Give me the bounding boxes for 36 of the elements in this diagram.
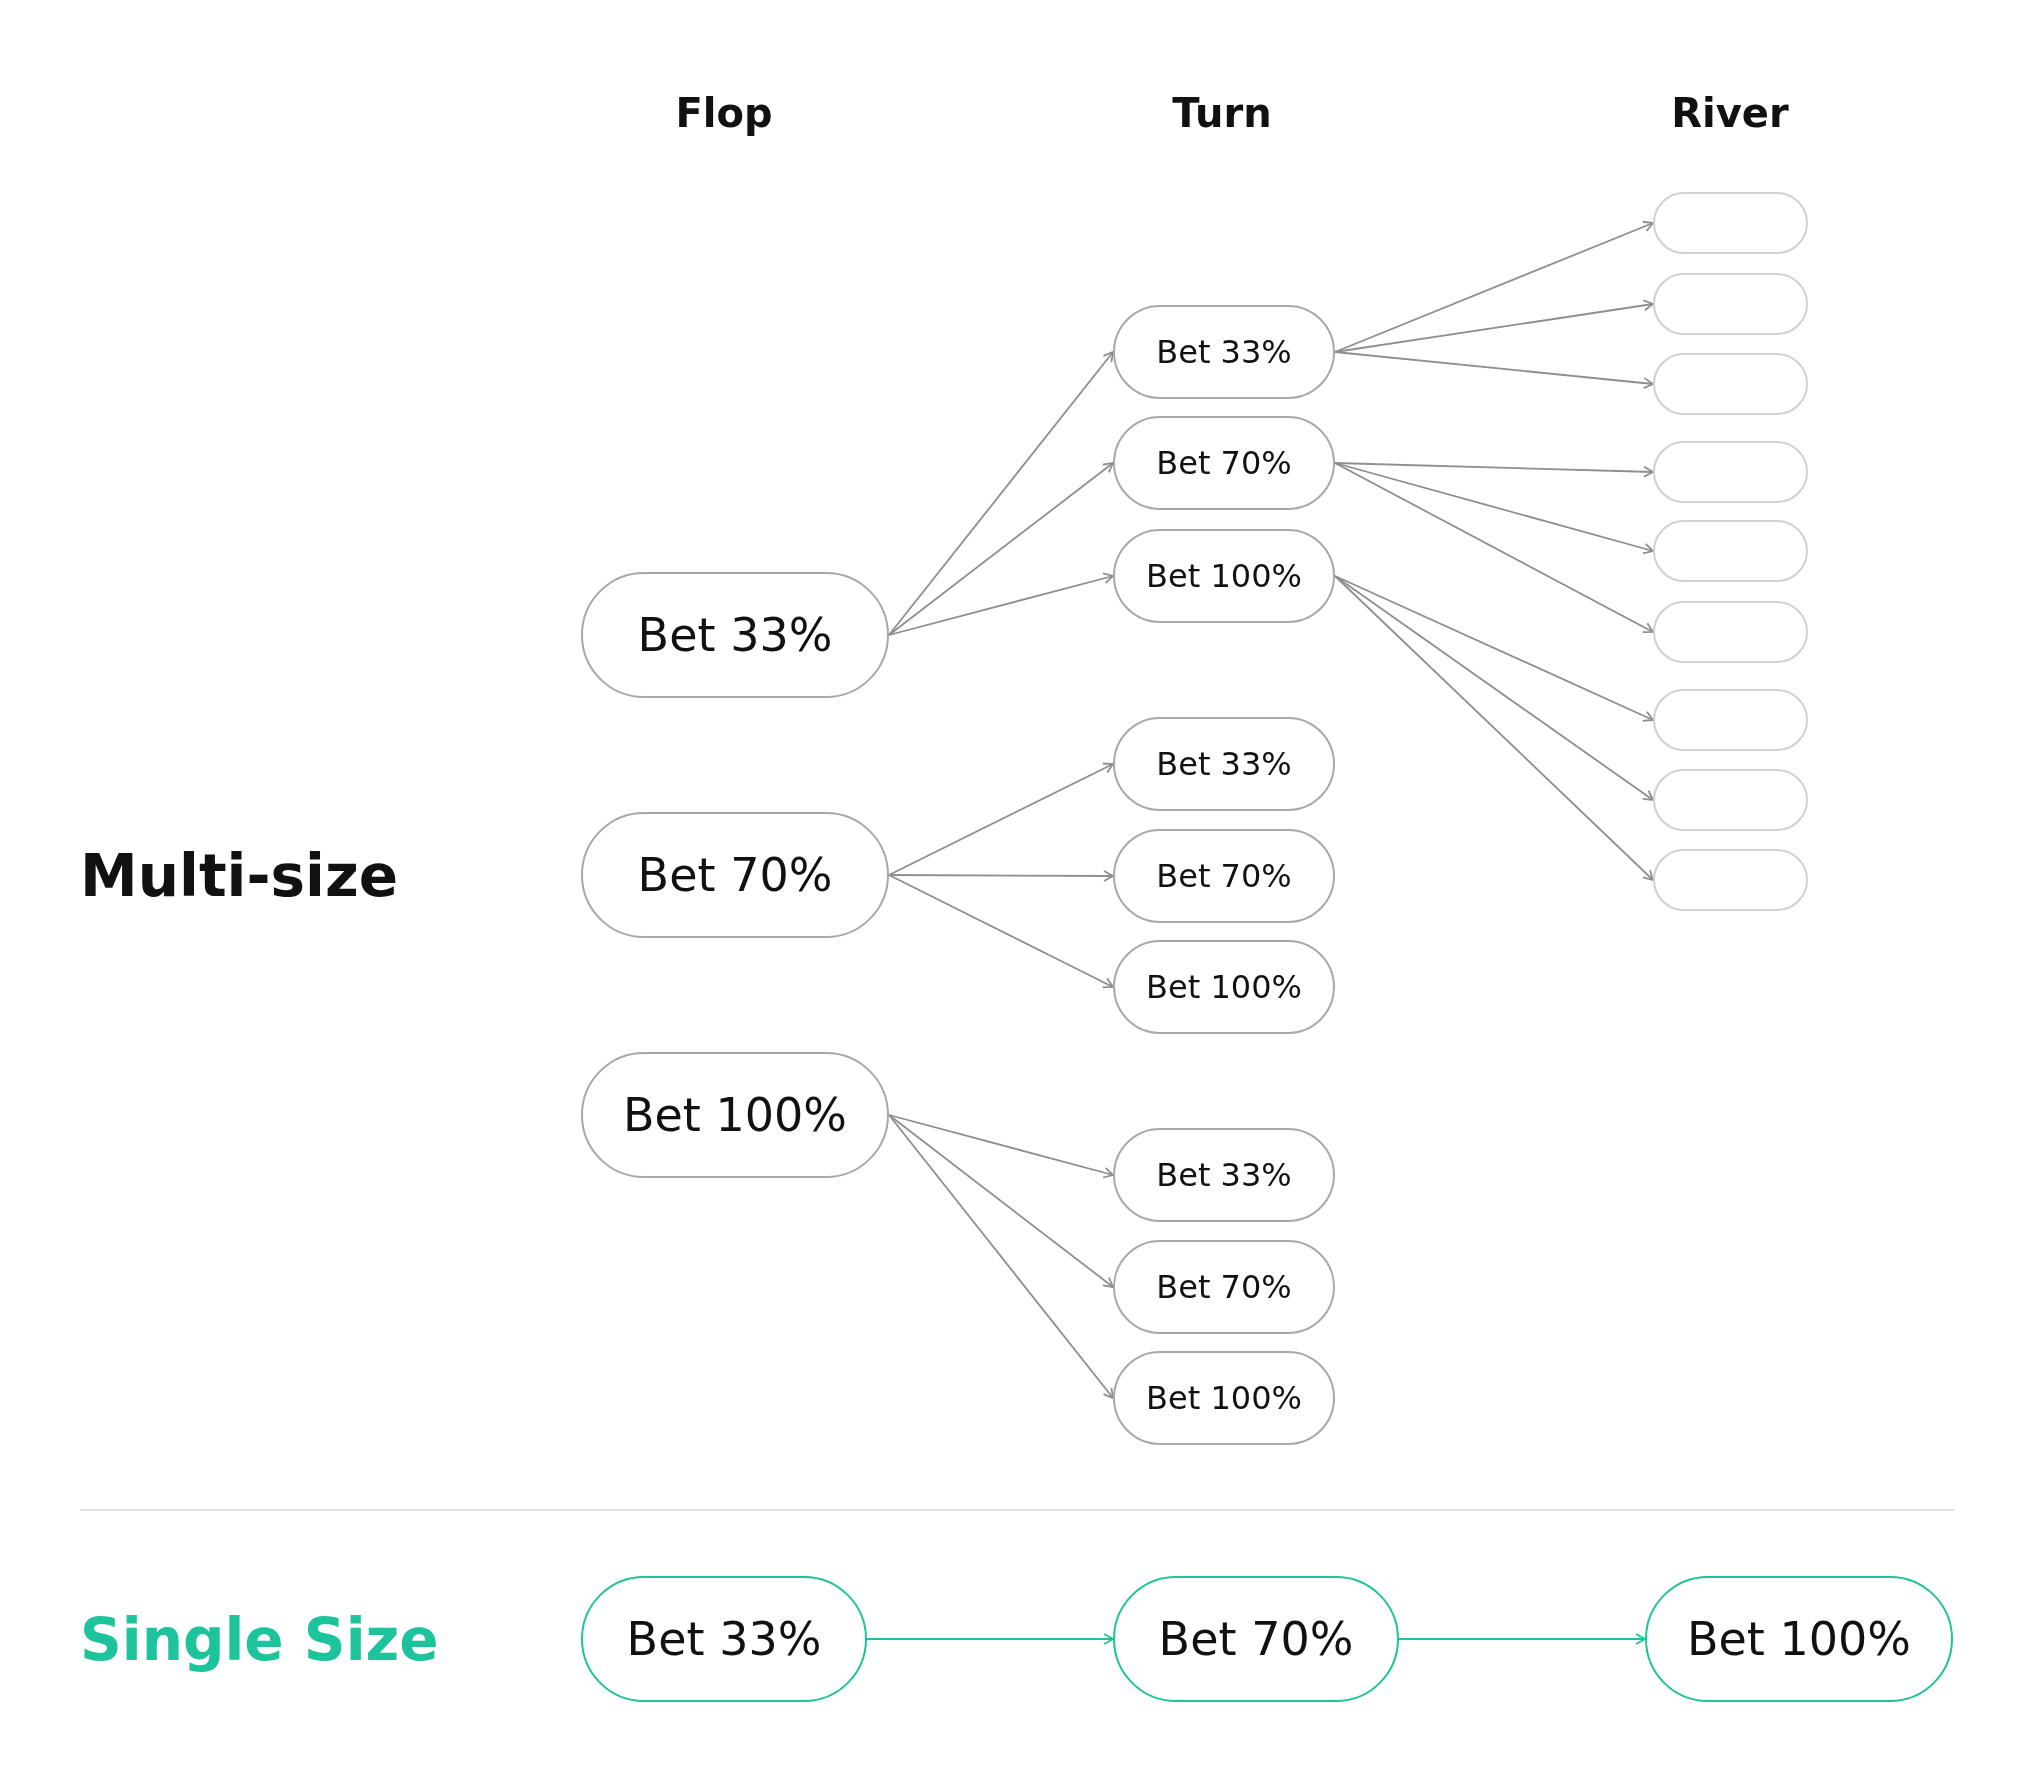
arrow — [1334, 462, 1654, 555]
bet-label: Bet 70% — [637, 848, 833, 902]
arrow — [888, 874, 1114, 989]
bet-label: Bet 33% — [626, 1612, 822, 1666]
arrow — [888, 870, 1114, 882]
bet-label: Bet 33% — [1156, 1156, 1292, 1194]
arrow — [1334, 351, 1654, 389]
arrow — [1334, 462, 1654, 478]
arrow — [1334, 575, 1654, 722]
bet-label: Bet 100% — [1146, 968, 1302, 1006]
column-heading: River — [1671, 93, 1789, 133]
arrow — [888, 351, 1114, 636]
bet-label: Bet 100% — [1687, 1612, 1911, 1666]
arrow — [888, 462, 1114, 636]
bet-label: Bet 70% — [1156, 1268, 1292, 1306]
column-heading: Turn — [1172, 93, 1272, 133]
arrow — [888, 1114, 1114, 1179]
row-heading: Multi-size — [80, 847, 399, 905]
arrow — [888, 1114, 1114, 1399]
bet-label: Bet 33% — [1156, 333, 1292, 371]
bet-label: Bet 33% — [1156, 745, 1292, 783]
arrow — [1398, 1633, 1646, 1645]
arrow — [888, 1114, 1114, 1288]
arrow — [1334, 575, 1654, 881]
bet-label: Bet 100% — [1146, 1379, 1302, 1417]
bet-label: Bet 100% — [1146, 557, 1302, 595]
arrow — [888, 572, 1114, 636]
arrow — [1334, 220, 1654, 353]
arrow — [866, 1633, 1114, 1645]
arrow — [1334, 462, 1654, 634]
bet-label: Bet 33% — [637, 608, 833, 662]
bet-label: Bet 70% — [1156, 444, 1292, 482]
arrow — [888, 762, 1114, 876]
bet-label: Bet 70% — [1158, 1612, 1354, 1666]
bet-label: Bet 70% — [1156, 857, 1292, 895]
bet-label: Bet 100% — [623, 1088, 847, 1142]
